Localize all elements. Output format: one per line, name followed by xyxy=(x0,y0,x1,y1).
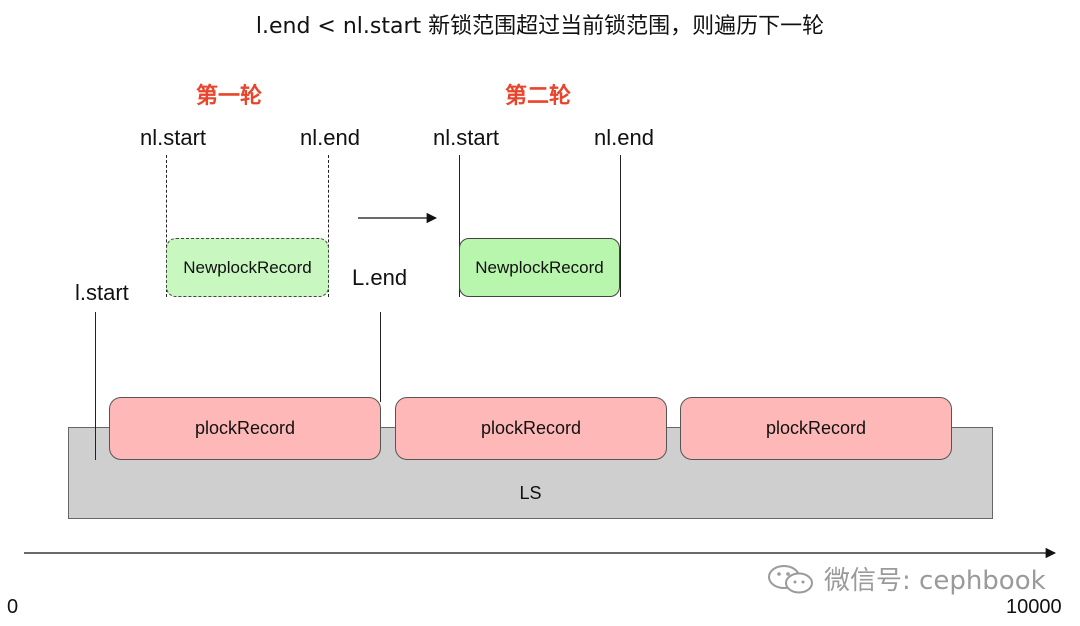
round2-nl-start-line xyxy=(459,155,460,297)
diagram-title: l.end < nl.start 新锁范围超过当前锁范围，则遍历下一轮 xyxy=(255,14,825,39)
round2-new-plock-record: NewplockRecord xyxy=(459,238,620,297)
round2-label: 第二轮 xyxy=(505,84,572,109)
plock-record-3: plockRecord xyxy=(680,397,952,460)
plock-record-2: plockRecord xyxy=(395,397,667,460)
lock-end-label: L.end xyxy=(352,265,408,290)
round2-nl-end-label: nl.end xyxy=(594,125,654,150)
lock-start-label: l.start xyxy=(75,280,129,305)
round1-nl-end-label: nl.end xyxy=(300,125,360,150)
watermark: 微信号: cephbook xyxy=(766,560,1046,597)
round1-label: 第一轮 xyxy=(196,84,263,109)
round2-nl-end-line xyxy=(620,155,621,297)
lock-start-line xyxy=(95,312,96,460)
round1-nl-end-line xyxy=(328,155,329,297)
plock-record-1: plockRecord xyxy=(109,397,381,460)
round1-new-plock-record: NewplockRecord xyxy=(166,238,329,297)
lock-end-line xyxy=(380,312,381,402)
wechat-icon xyxy=(768,564,813,593)
watermark-text: 微信号: cephbook xyxy=(824,566,1046,596)
round1-nl-start-label: nl.start xyxy=(140,125,207,150)
round1-nl-start-line xyxy=(166,155,167,297)
axis-max-label: 10000 xyxy=(1006,596,1062,618)
axis-min-label: 0 xyxy=(7,596,19,618)
round2-nl-start-label: nl.start xyxy=(433,125,500,150)
